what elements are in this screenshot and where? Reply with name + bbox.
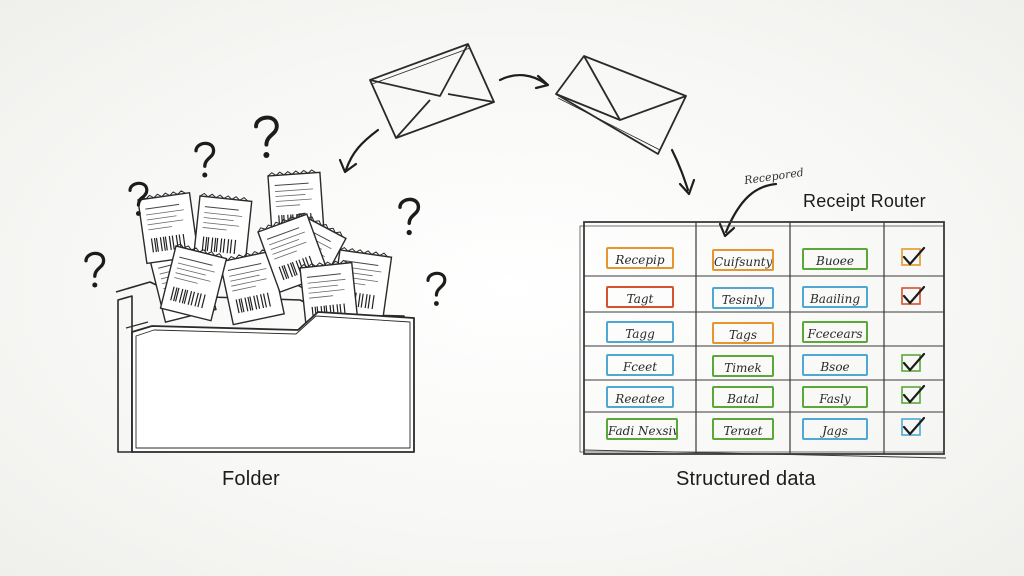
folder-front bbox=[125, 311, 415, 453]
table-cell: Fadi Nexsiw bbox=[606, 418, 678, 440]
table-cell: Timek bbox=[712, 355, 774, 377]
table-cell: Fceet bbox=[606, 354, 674, 376]
receipts-pile bbox=[136, 168, 393, 333]
table-cell: Tagg bbox=[606, 321, 674, 343]
receipt-router-title: Receipt Router bbox=[803, 191, 926, 211]
table-cell: Baailing bbox=[802, 286, 868, 308]
check-icon bbox=[901, 384, 926, 404]
check-icon bbox=[901, 416, 926, 436]
table-cell: Tesinly bbox=[712, 287, 774, 309]
table-cell: Teraet bbox=[712, 418, 774, 440]
structured-data-label: Structured data bbox=[676, 468, 816, 490]
table-cell: Jags bbox=[802, 418, 868, 440]
table-cell: Buoee bbox=[802, 248, 868, 270]
table-cell: Recepip bbox=[606, 247, 674, 269]
envelope-icon bbox=[555, 55, 687, 155]
envelope-icon bbox=[369, 43, 495, 139]
table-cell: Batal bbox=[712, 386, 774, 408]
table-cell: Tags bbox=[712, 322, 774, 344]
data-table-frame bbox=[579, 221, 947, 459]
folder-label: Folder bbox=[222, 468, 280, 490]
table-cell: Fasly bbox=[802, 386, 868, 408]
check-icon bbox=[901, 246, 926, 266]
table-cell: Cuifsunty bbox=[712, 249, 774, 271]
table-cell: Reeatee bbox=[606, 386, 674, 408]
check-icon bbox=[901, 352, 926, 372]
table-cell: Fcecears bbox=[802, 321, 868, 343]
arrow-icon bbox=[338, 74, 778, 238]
table-cell: Bsoe bbox=[802, 354, 868, 376]
check-icon bbox=[901, 285, 926, 305]
table-cell: Tagt bbox=[606, 286, 674, 308]
